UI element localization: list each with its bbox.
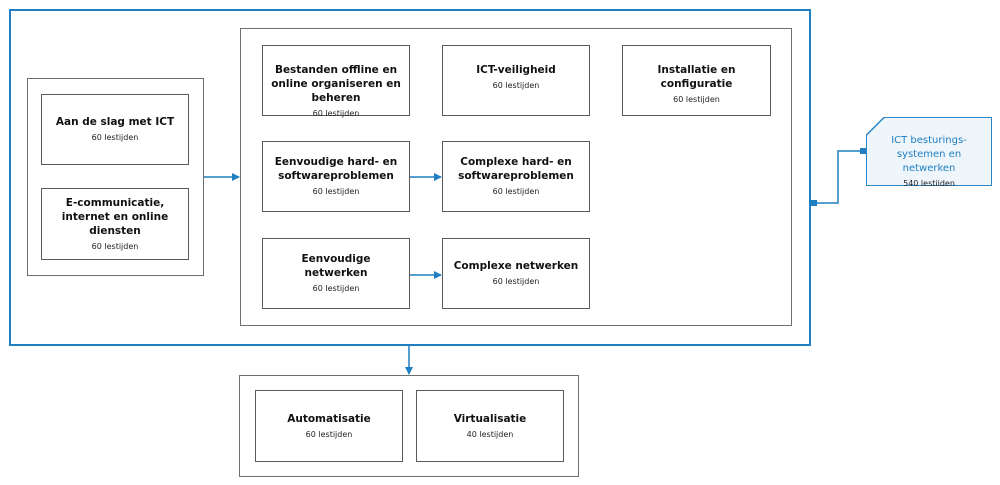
connector-anchor-right [860,148,866,154]
course-frame [9,9,811,346]
module-title: Eenvoudige hard- en softwareproblemen [274,156,398,182]
target-hours: 540 lestijden [903,179,955,188]
module-automatisatie[interactable]: Automatisatie 60 lestijden [255,390,403,462]
module-title: Virtualisatie [453,412,527,425]
module-hours: 60 lestijden [492,187,540,196]
target-course-box[interactable]: ICT besturings-systemen en netwerken 540… [866,117,992,186]
module-eenvoudige-netwerken[interactable]: Eenvoudige netwerken 60 lestijden [262,238,410,309]
module-title: Installatie en configuratie [657,64,736,90]
module-hours: 40 lestijden [466,429,514,439]
target-title: ICT besturings-systemen en netwerken [891,135,967,174]
module-hours: 60 lestijden [91,241,139,251]
module-hours: 60 lestijden [91,133,139,142]
module-title: Bestanden offline en online organiseren … [271,64,401,104]
module-complexe-hard-software[interactable]: Complexe hard- en softwareproblemen 60 l… [442,141,590,212]
module-hours: 60 lestijden [312,109,360,118]
module-e-communicatie[interactable]: E-communicatie, internet en online diens… [41,188,189,260]
module-hours: 60 lestijden [312,187,360,196]
module-hours: 60 lestijden [492,81,540,90]
module-hours: 60 lestijden [305,429,353,439]
module-title: ICT-veiligheid [476,64,556,76]
module-hours: 60 lestijden [673,95,720,104]
module-title: Complexe hard- en softwareproblemen [458,156,574,182]
module-hours: 60 lestijden [312,284,360,293]
connector-to-target [811,150,866,204]
module-hours: 60 lestijden [492,277,540,286]
connector-anchor-left [811,200,817,206]
module-title: Automatisatie [287,412,371,425]
module-ict-veiligheid[interactable]: ICT-veiligheid 60 lestijden [442,45,590,116]
module-bestanden[interactable]: Bestanden offline en online organiseren … [262,45,410,118]
module-installatie[interactable]: Installatie en configuratie 60 lestijden [622,45,771,116]
module-title: Complexe netwerken [453,260,579,272]
module-title: Aan de slag met ICT [55,116,175,128]
module-eenvoudige-hard-software[interactable]: Eenvoudige hard- en softwareproblemen 60… [262,141,410,212]
module-virtualisatie[interactable]: Virtualisatie 40 lestijden [416,390,564,462]
module-title: E-communicatie, internet en online diens… [61,196,169,237]
module-aan-de-slag[interactable]: Aan de slag met ICT 60 lestijden [41,94,189,165]
module-title: Eenvoudige netwerken [301,253,371,279]
module-complexe-netwerken[interactable]: Complexe netwerken 60 lestijden [442,238,590,309]
